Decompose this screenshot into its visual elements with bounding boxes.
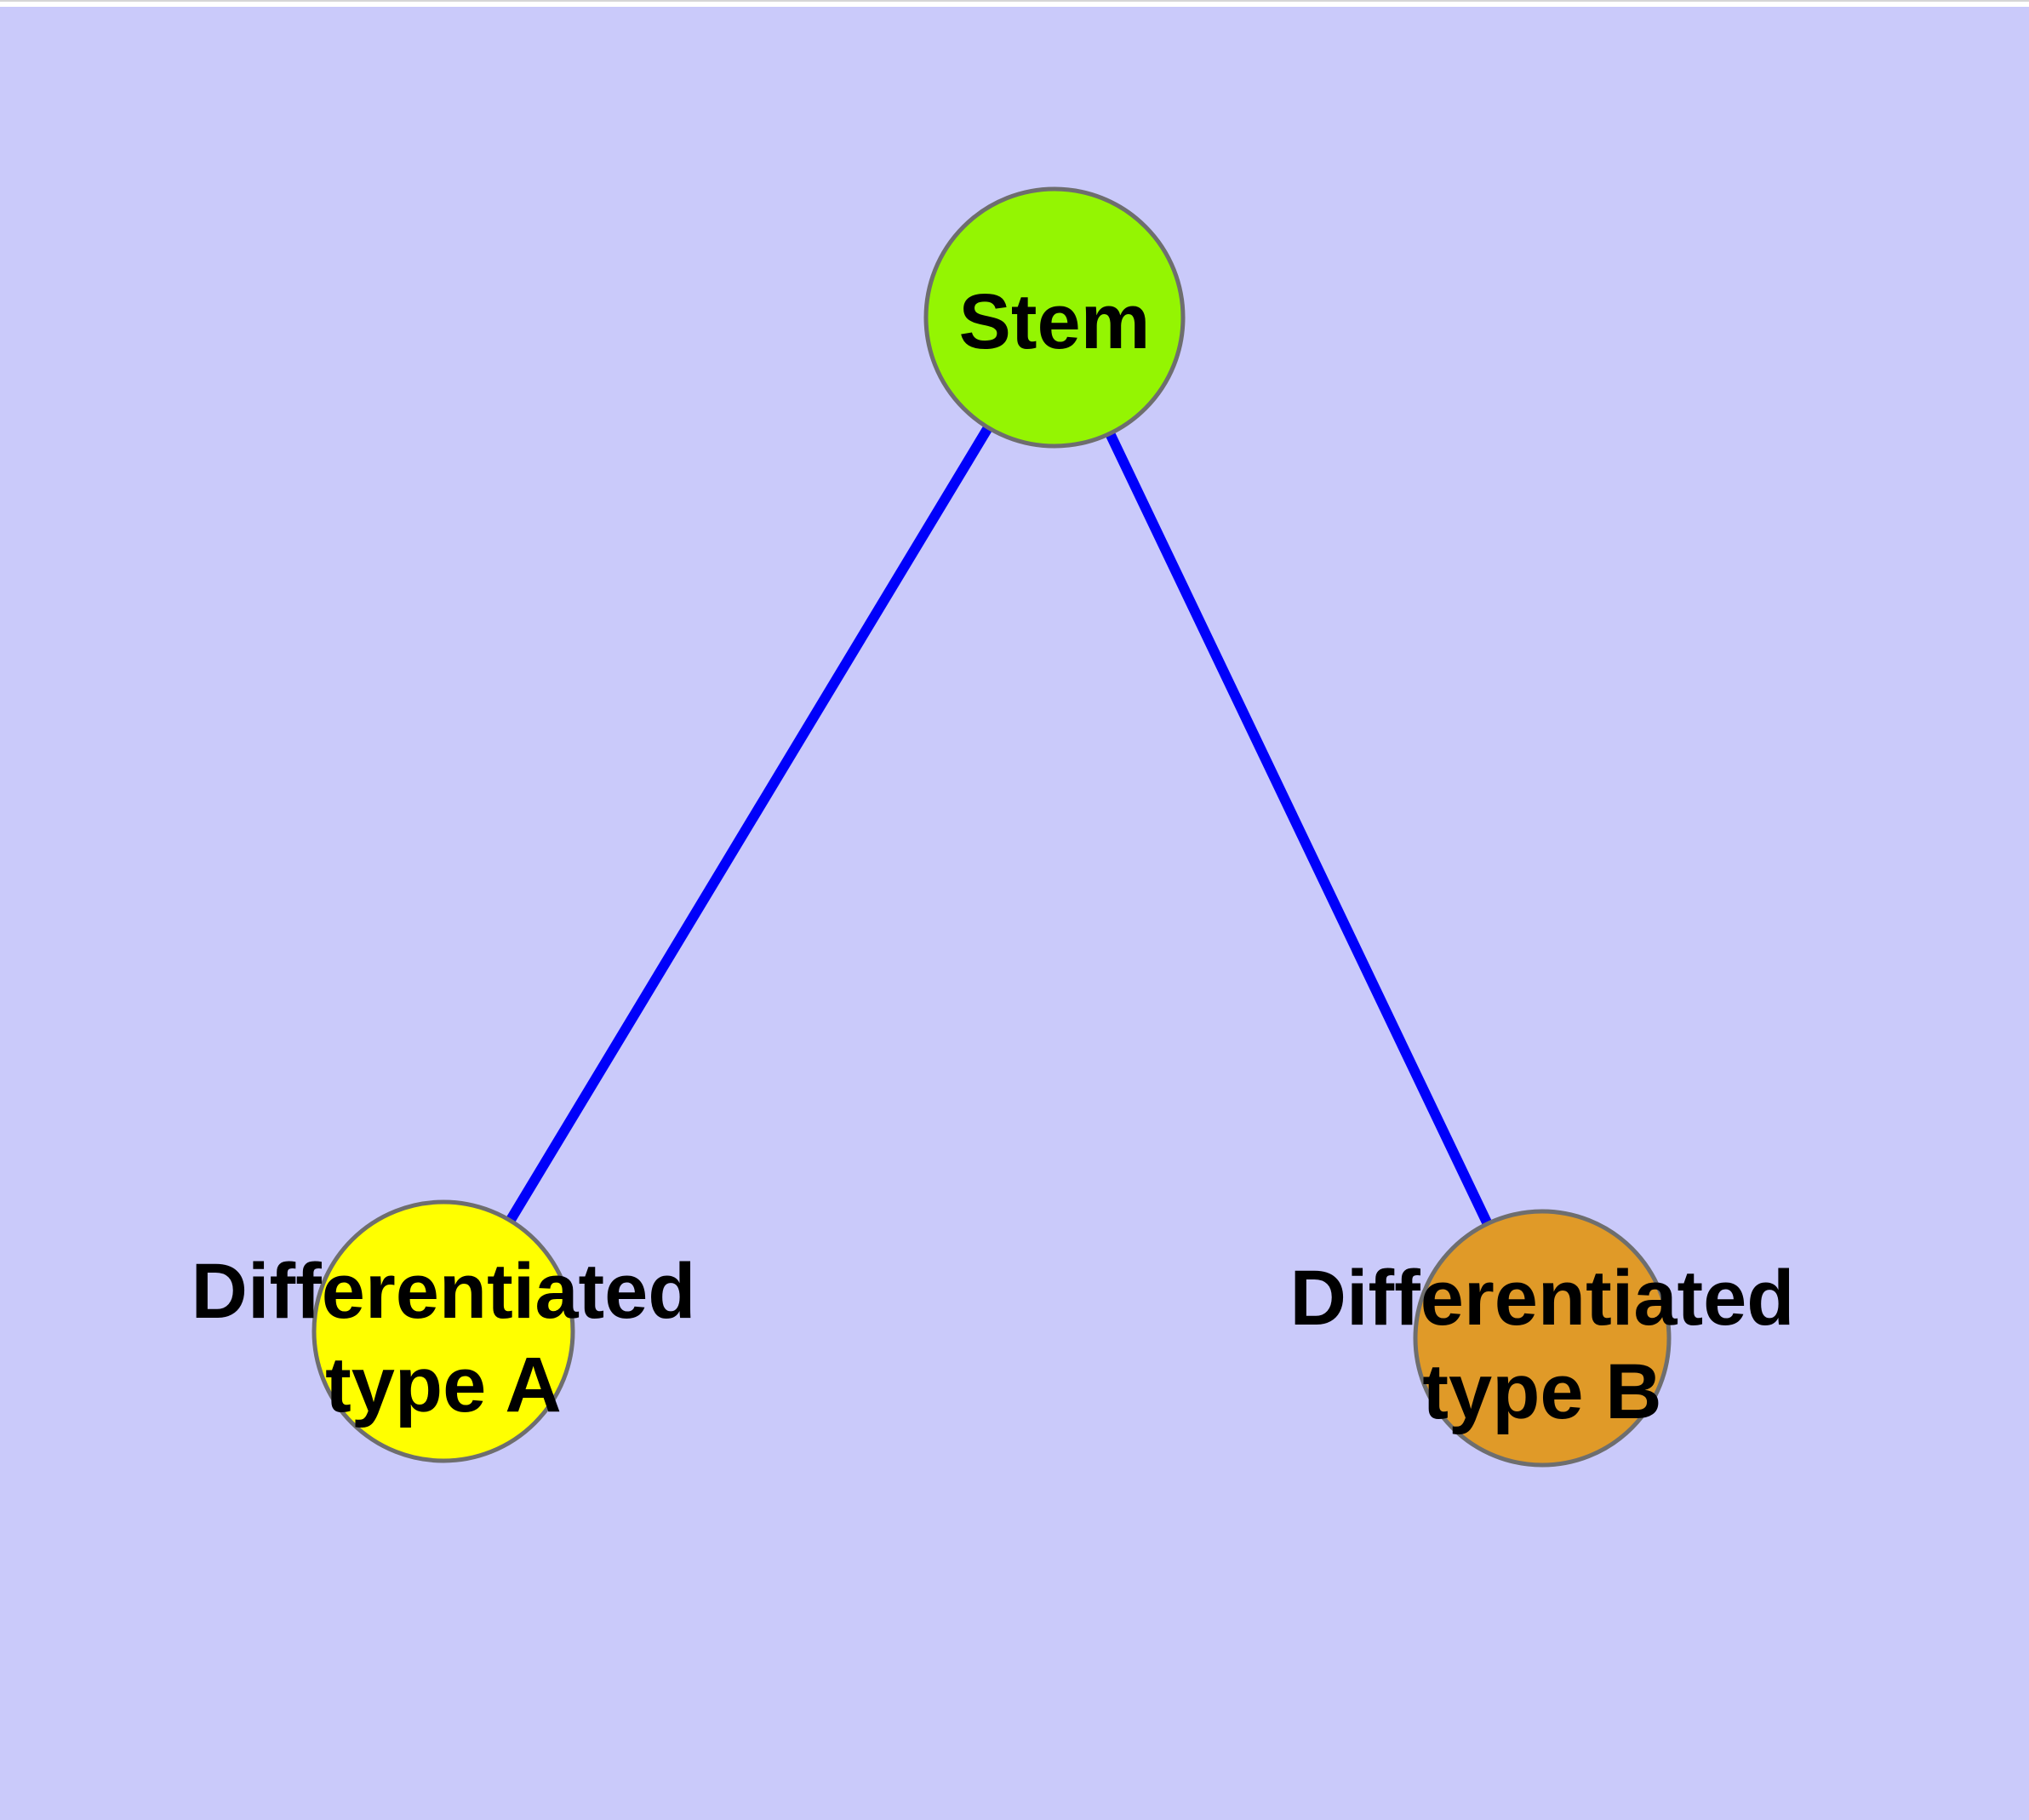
stem-node-label: Stem bbox=[959, 278, 1151, 365]
type-a-label-line2: type A bbox=[325, 1342, 562, 1428]
window-top-edge bbox=[0, 0, 2029, 2]
type-b-label-line2: type B bbox=[1422, 1348, 1661, 1435]
differentiated-type-a-node bbox=[311, 1199, 575, 1463]
type-a-label-line1: Differentiated bbox=[191, 1248, 696, 1335]
edge-stem-to-type-a bbox=[438, 314, 1060, 1335]
cell-differentiation-graph: Stem Differentiated type A Differentiate… bbox=[0, 7, 2029, 1820]
edge-stem-to-type-b bbox=[1049, 315, 1547, 1341]
stem-node bbox=[923, 186, 1186, 449]
type-b-label-line1: Differentiated bbox=[1290, 1255, 1795, 1342]
differentiated-type-b-node bbox=[1413, 1209, 1672, 1468]
